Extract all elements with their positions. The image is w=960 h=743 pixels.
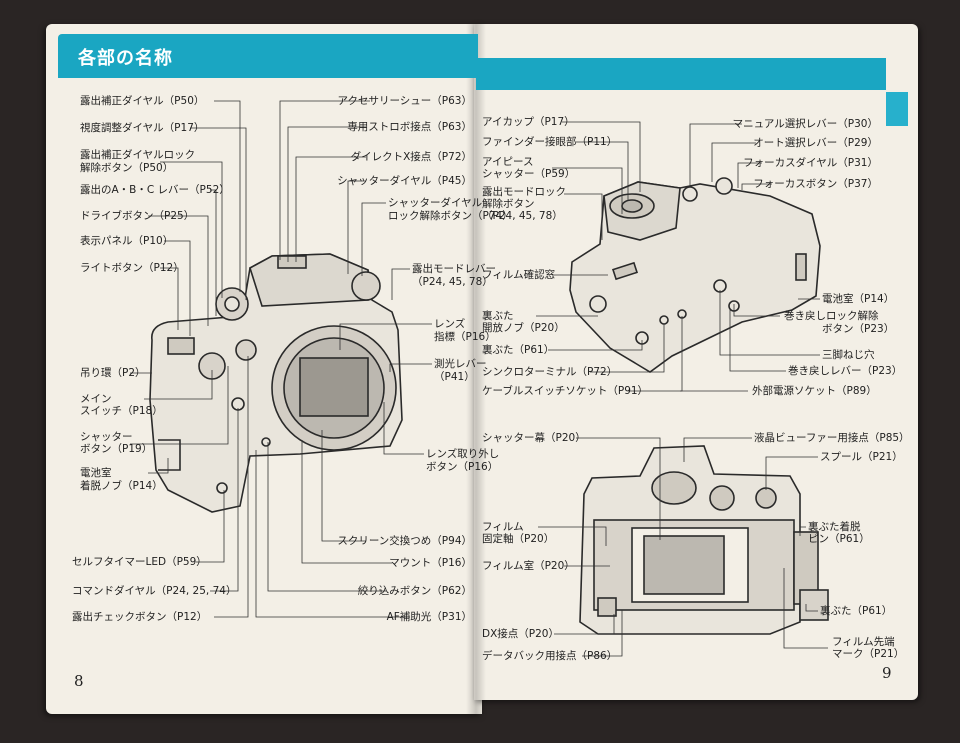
label-back-pin-1: 裏ぶた着脱 xyxy=(808,521,861,533)
label-shutter-button-2: ボタン（P19） xyxy=(80,443,153,455)
label-viewfinder-eyepiece: ファインダー接眼部（P11） xyxy=(482,136,618,148)
camera-front-illustration xyxy=(149,253,403,513)
label-mode-lock-1: 露出モードロック xyxy=(482,186,566,198)
label-battery-knob-1: 電池室 xyxy=(80,467,112,479)
label-shutter-dial-lock-1: シャッターダイヤル xyxy=(388,197,483,209)
section-title: 各部の名称 xyxy=(78,48,173,69)
label-shutter-button-1: シャッター xyxy=(80,431,133,443)
camera-back-open-illustration xyxy=(579,445,829,635)
label-battery-knob-2: 着脱ノブ（P14） xyxy=(80,480,163,492)
label-accessory-shoe: アクセサリーシュー（P63） xyxy=(337,95,472,107)
label-flash-contact: 専用ストロボ接点（P63） xyxy=(347,121,472,133)
label-exposure-check-button: 露出チェックボタン（P12） xyxy=(72,611,208,623)
label-tripod-socket: 三脚ねじ穴 xyxy=(822,349,875,361)
label-lens-release-2: ボタン（P16） xyxy=(426,461,499,473)
label-shutter-dial: シャッターダイヤル（P45） xyxy=(337,175,472,187)
label-exposure-mode-lever-1: 露出モードレバー xyxy=(412,263,496,275)
label-spool: スプール（P21） xyxy=(820,451,903,463)
label-data-back-contact: データバック用接点（P86） xyxy=(482,650,618,662)
label-metering-lever-2: （P41） xyxy=(434,371,475,383)
label-command-dial: コマンドダイヤル（P24, 25, 74） xyxy=(72,585,237,597)
label-self-timer-led: セルフタイマーLED（P59） xyxy=(72,556,207,568)
label-mode-lock-3: （P24, 45, 78） xyxy=(482,210,563,222)
leader-lines xyxy=(130,100,828,657)
label-light-button: ライトボタン（P12） xyxy=(80,262,184,274)
label-mount: マウント（P16） xyxy=(389,557,472,569)
label-screen-release: スクリーン交換つめ（P94） xyxy=(337,535,472,547)
label-metering-lever-1: 測光レバー xyxy=(434,358,487,370)
label-back-release-2: 開放ノブ（P20） xyxy=(482,322,565,334)
label-film-shaft-1: フィルム xyxy=(482,521,524,533)
label-film-leader-mark-2: マーク（P21） xyxy=(832,648,905,660)
label-direct-x-contact: ダイレクトX接点（P72） xyxy=(350,151,472,163)
label-eyepiece-shutter-1: アイピース xyxy=(482,156,534,168)
label-shutter-curtain: シャッター幕（P20） xyxy=(482,432,586,444)
label-main-switch-1: メイン xyxy=(80,393,112,405)
label-diopter-dial: 視度調整ダイヤル（P17） xyxy=(80,122,205,134)
label-back-cover-2: 裏ぶた（P61） xyxy=(820,605,893,617)
label-display-panel: 表示パネル（P10） xyxy=(80,235,174,247)
label-film-leader-mark-1: フィルム先端 xyxy=(832,636,895,648)
label-lens-index-1: レンズ xyxy=(434,318,466,330)
label-back-cover: 裏ぶた（P61） xyxy=(482,344,555,356)
label-back-pin-2: ピン（P61） xyxy=(808,533,870,545)
label-strap-lug: 吊り環（P2） xyxy=(80,367,146,379)
label-dx-contact: DX接点（P20） xyxy=(482,628,559,640)
label-exposure-comp-lock-1: 露出補正ダイヤルロック xyxy=(80,149,196,161)
label-lcd-contact: 液晶ビューファー用接点（P85） xyxy=(754,432,910,444)
label-dof-preview: 絞り込みボタン（P62） xyxy=(357,585,472,597)
label-film-chamber: フィルム室（P20） xyxy=(482,560,575,572)
label-lens-index-2: 指標（P16） xyxy=(434,331,496,343)
label-battery-chamber: 電池室（P14） xyxy=(822,293,895,305)
label-abc-lever: 露出のA・B・C レバー（P52） xyxy=(80,184,230,196)
label-rewind-release-1: 巻き戻しロック解除 xyxy=(784,310,879,322)
label-lens-release-1: レンズ取り外し xyxy=(426,448,500,460)
label-rewind-release-2: ボタン（P23） xyxy=(822,323,895,335)
label-film-window: フィルム確認窓 xyxy=(482,269,556,281)
label-manual-lever: マニュアル選択レバー（P30） xyxy=(732,118,878,130)
camera-back-top-illustration xyxy=(569,177,821,373)
page-index-tab xyxy=(886,92,908,126)
label-sync-terminal: シンクロターミナル（P72） xyxy=(482,366,618,378)
label-focus-dial: フォーカスダイヤル（P31） xyxy=(743,157,878,169)
label-mode-lock-2: 解除ボタン xyxy=(482,198,535,210)
label-back-release-1: 裏ぶた xyxy=(482,310,514,322)
book-gutter xyxy=(466,24,486,714)
label-rewind-lever: 巻き戻しレバー（P23） xyxy=(788,365,903,377)
label-cable-release: ケーブルスイッチソケット（P91） xyxy=(482,385,649,397)
label-auto-lever: オート選択レバー（P29） xyxy=(753,137,878,149)
label-exposure-comp-dial: 露出補正ダイヤル（P50） xyxy=(80,95,205,107)
label-af-assist: AF補助光（P31） xyxy=(386,611,472,623)
label-exposure-comp-lock-2: 解除ボタン（P50） xyxy=(80,162,174,174)
label-main-switch-2: スイッチ（P18） xyxy=(80,405,163,417)
label-drive-button: ドライブボタン（P25） xyxy=(80,210,195,222)
label-film-shaft-2: 固定軸（P20） xyxy=(482,533,555,545)
page-number-right: 9 xyxy=(882,664,892,682)
label-eyecup: アイカップ（P17） xyxy=(482,116,575,128)
page-number-left: 8 xyxy=(74,672,84,690)
section-header-band xyxy=(58,34,478,78)
label-external-power: 外部電源ソケット（P89） xyxy=(752,385,877,397)
label-exposure-mode-lever-2: （P24, 45, 78） xyxy=(412,276,493,288)
label-focus-button: フォーカスボタン（P37） xyxy=(753,178,878,190)
label-shutter-dial-lock-2: ロック解除ボタン（P74） xyxy=(388,210,513,222)
section-header-band-right xyxy=(476,58,886,90)
label-eyepiece-shutter-2: シャッター（P59） xyxy=(482,168,576,180)
